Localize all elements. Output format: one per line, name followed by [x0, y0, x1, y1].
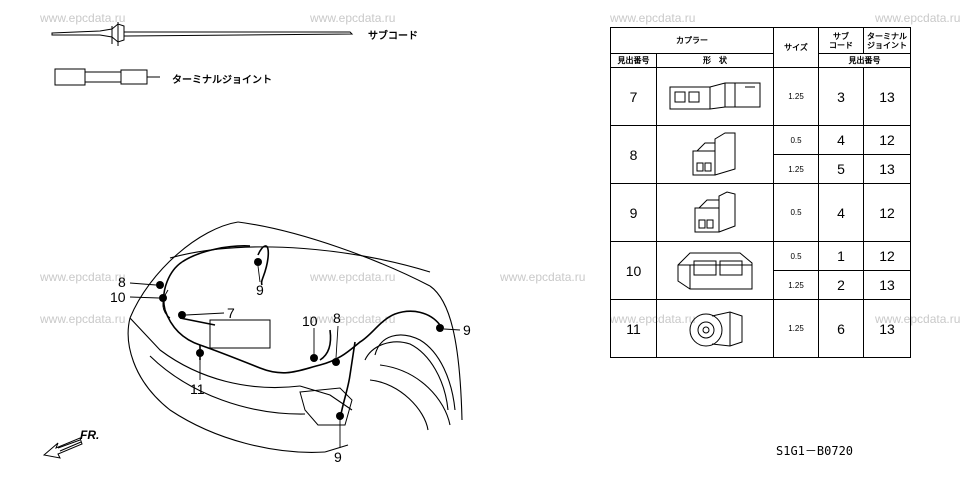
connector-8	[332, 358, 340, 366]
callout-8: 8	[333, 310, 341, 326]
connector-11-icon	[689, 310, 743, 347]
header-terminal-joint: ターミナル ジョイント	[863, 27, 911, 54]
connector-9	[254, 258, 262, 266]
callout-10: 10	[302, 313, 318, 329]
front-label: FR.	[80, 428, 100, 442]
watermark: www.epcdata.ru	[875, 11, 960, 25]
connector-11	[196, 349, 204, 357]
front-arrow-icon	[42, 437, 83, 459]
legend-sub-cord: サブコード	[368, 31, 418, 42]
connector-10	[159, 294, 167, 302]
size: 1.25	[773, 67, 819, 126]
clip	[162, 289, 171, 319]
terminal-joint-ref: 13	[863, 270, 911, 300]
sub-cord-ref: 3	[818, 67, 864, 126]
terminal-joint-ref: 13	[863, 67, 911, 126]
table-row: 9 0.5 4 12	[610, 183, 911, 242]
watermark: www.epcdata.ru	[40, 270, 126, 284]
ref-no: 7	[610, 67, 657, 126]
sub-cord-ref: 6	[818, 299, 864, 358]
size: 0.5	[773, 241, 819, 271]
shape-cell	[656, 125, 774, 184]
connector-9-icon	[694, 190, 736, 232]
shape-cell	[656, 183, 774, 242]
connector-10-icon	[677, 252, 753, 289]
header-coupler: カプラー	[610, 27, 774, 54]
ref-no: 9	[610, 183, 657, 242]
callout-9: 9	[463, 322, 471, 338]
table-row: 8 0.5 4 12	[610, 125, 911, 184]
connector-10	[310, 354, 318, 362]
terminal-joint-ref: 13	[863, 299, 911, 358]
car-body	[127, 221, 463, 453]
terminal-joint-ref: 12	[863, 241, 911, 271]
ref-no: 8	[610, 125, 657, 184]
callout-8: 8	[118, 274, 126, 290]
sub-cord-ref: 1	[818, 241, 864, 271]
header-ref-no: 見出番号	[610, 53, 657, 68]
sub-cord-icon	[51, 22, 354, 46]
size: 1.25	[773, 299, 819, 358]
watermark: www.epcdata.ru	[310, 270, 396, 284]
diagram-code: S1G1－B0720	[776, 444, 854, 458]
table-row: 10 0.5 1 12	[610, 241, 911, 300]
terminal-joint-icon	[54, 68, 160, 86]
table-row: 11 1.25 6 13	[610, 299, 911, 358]
wire-harness	[163, 245, 441, 421]
callout-9: 9	[256, 282, 264, 298]
watermark: www.epcdata.ru	[40, 11, 126, 25]
terminal-joint-ref: 13	[863, 154, 911, 184]
sub-cord-ref: 4	[818, 125, 864, 155]
connector-table: カプラー サイズ サブ コード ターミナル ジョイント 見出番号 形 状 見出番…	[610, 27, 911, 358]
terminal-joint-ref: 12	[863, 125, 911, 155]
watermark: www.epcdata.ru	[310, 312, 396, 326]
relay-box	[209, 319, 271, 349]
shape-cell	[656, 241, 774, 300]
connector-7	[178, 311, 186, 319]
ref-no: 10	[610, 241, 657, 300]
size: 1.25	[773, 270, 819, 300]
watermark: www.epcdata.ru	[310, 11, 396, 25]
size: 0.5	[773, 125, 819, 155]
legend-terminal-joint: ターミナルジョイント	[172, 75, 272, 86]
size: 1.25	[773, 154, 819, 184]
terminal-joint-ref: 12	[863, 183, 911, 242]
callout-10: 10	[110, 289, 126, 305]
header-ref-no-2: 見出番号	[818, 53, 911, 68]
table-row: 7 1.25 3 13	[610, 67, 911, 126]
connector-8-icon	[692, 132, 736, 175]
watermark: www.epcdata.ru	[610, 11, 696, 25]
watermark: www.epcdata.ru	[40, 312, 126, 326]
sub-cord-ref: 4	[818, 183, 864, 242]
ref-no: 11	[610, 299, 657, 358]
watermark: www.epcdata.ru	[500, 270, 586, 284]
sub-cord-ref: 5	[818, 154, 864, 184]
connector-9	[436, 324, 444, 332]
connector-7-icon	[669, 82, 761, 109]
shape-cell	[656, 299, 774, 358]
header-size: サイズ	[773, 27, 819, 68]
size: 0.5	[773, 183, 819, 242]
bracket	[299, 387, 353, 426]
callout-11: 11	[190, 381, 205, 397]
leader-lines	[129, 265, 461, 448]
shape-cell	[656, 67, 774, 126]
connector-9	[336, 412, 344, 420]
callout-9: 9	[334, 449, 342, 465]
callout-7: 7	[227, 305, 235, 321]
table-row: 1.25 5 13	[611, 154, 911, 184]
header-sub-cord: サブ コード	[818, 27, 864, 54]
sub-cord-ref: 2	[818, 270, 864, 300]
header-shape: 形 状	[656, 53, 774, 68]
table-row: 1.25 2 13	[611, 270, 911, 300]
connector-8	[156, 281, 164, 289]
